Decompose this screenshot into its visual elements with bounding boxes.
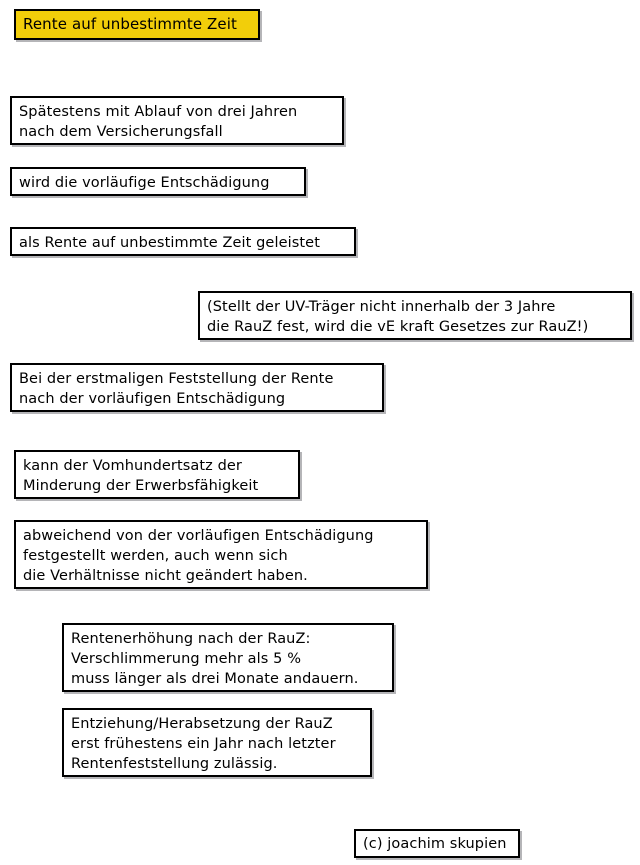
box-spaetestens-mit-ablauf: Spätestens mit Ablauf von drei Jahren na… [10, 96, 344, 145]
box-wird-die-vorlaeufige-entschaedigung: wird die vorläufige Entschädigung [10, 167, 306, 196]
box-bei-der-erstmaligen-feststellung: Bei der erstmaligen Feststellung der Ren… [10, 363, 384, 412]
box-stellt-der-uv-traeger-hinweis: (Stellt der UV-Träger nicht innerhalb de… [198, 291, 632, 340]
box-kann-der-vomhundertsatz: kann der Vomhundertsatz der Minderung de… [14, 450, 300, 499]
box-entziehung-herabsetzung-der-rauz: Entziehung/Herabsetzung der RauZ erst fr… [62, 708, 372, 777]
credit-box: (c) joachim skupien [354, 829, 520, 858]
box-als-rente-auf-unbestimmte-zeit-geleistet: als Rente auf unbestimmte Zeit geleistet [10, 227, 356, 256]
box-abweichend-von-der-vorlaeufigen-entschaedigung: abweichend von der vorläufigen Entschädi… [14, 520, 428, 589]
box-rentenerhoehung-nach-der-rauz: Rentenerhöhung nach der RauZ: Verschlimm… [62, 623, 394, 692]
title-box-rente-auf-unbestimmte-zeit: Rente auf unbestimmte Zeit [14, 9, 260, 40]
